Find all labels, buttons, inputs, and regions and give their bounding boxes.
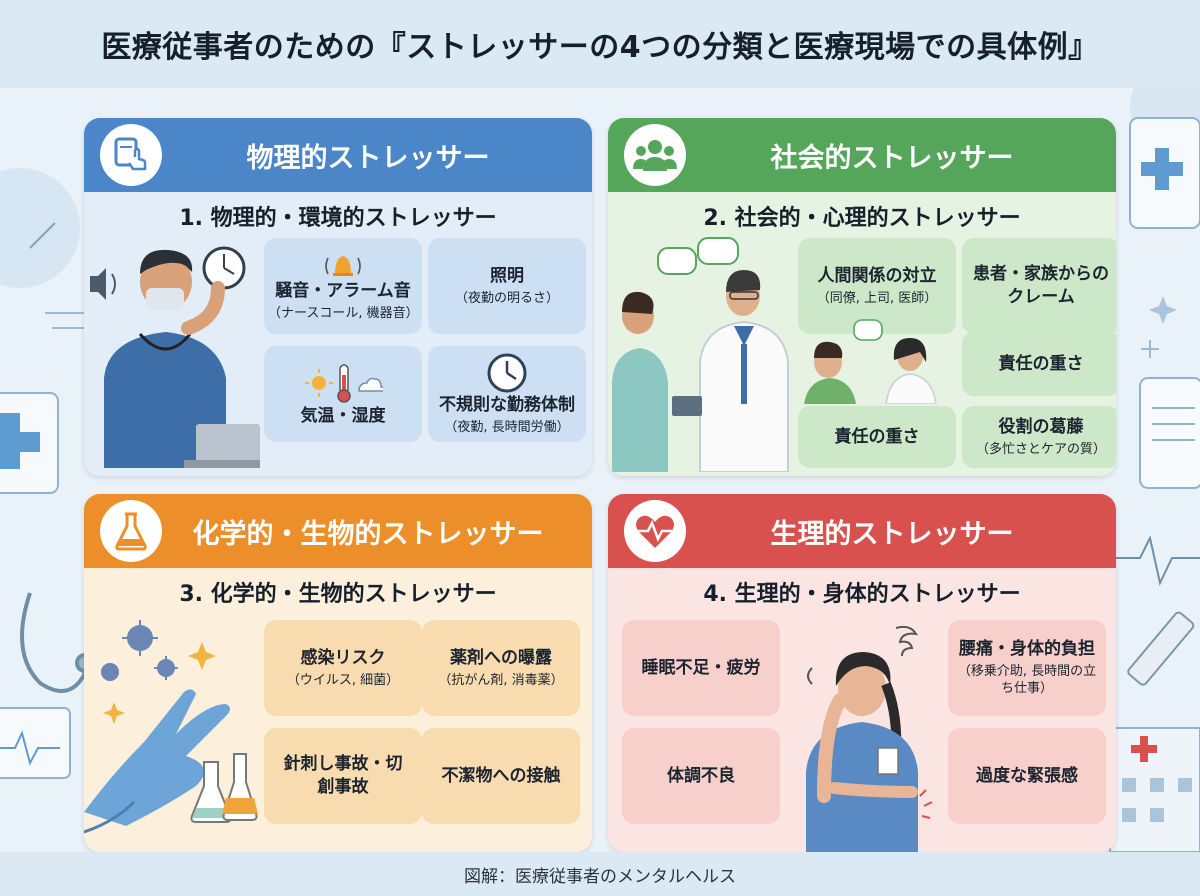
heartbeat-line: [1110, 535, 1200, 587]
touch-device-icon: [100, 124, 162, 186]
panel-header: 物理的ストレッサー: [84, 118, 592, 192]
card-excess-tension: 過度な緊張感: [948, 728, 1106, 824]
page-title: 医療従事者のための『ストレッサーの4つの分類と医療現場での具体例』: [101, 30, 1099, 65]
title-bar: 医療従事者のための『ストレッサーの4つの分類と医療現場での具体例』: [0, 0, 1200, 88]
card-main-text: 薬剤への曝露: [450, 647, 552, 668]
panel-header: 化学的・生物的ストレッサー: [84, 494, 592, 568]
clipboard-icon: [0, 392, 59, 494]
card-contamination: 不潔物への接触: [422, 728, 580, 824]
panel-header: 社会的ストレッサー: [608, 118, 1116, 192]
flask-icon: [100, 500, 162, 562]
card-main-text: 腰痛・身体的負担: [959, 638, 1095, 659]
card-complaints: 患者・家族からのクレーム: [962, 238, 1116, 334]
card-main-text: 針刺し事故・切創事故: [283, 754, 403, 797]
card-main-text: 不潔物への接触: [441, 765, 561, 786]
tired-nurse-illustration: [806, 625, 933, 852]
patient-family-illustration: [804, 319, 937, 404]
card-main-text: 感染リスク: [300, 647, 386, 668]
card-main-text: 騒音・アラーム音: [275, 280, 411, 301]
card-sleep-deprivation: 睡眠不足・疲労: [622, 620, 780, 716]
panel-subtitle: 4. 生理的・身体的ストレッサー: [703, 582, 1021, 607]
card-sub-text: （夜勤, 長時間労働）: [444, 419, 570, 435]
card-main-text: 責任の重さ: [834, 426, 920, 447]
card-lighting: 照明 （夜勤の明るさ）: [428, 238, 586, 334]
card-back-pain: 腰痛・身体的負担 （移乗介助, 長時間の立ち仕事）: [948, 620, 1106, 716]
card-main-text: 睡眠不足・疲労: [641, 657, 761, 678]
nurse-at-laptop-illustration: [90, 246, 260, 468]
card-temperature: 気温・湿度: [264, 346, 422, 442]
card-sub-text: （多忙さとケアの質）: [975, 441, 1106, 457]
hospital-building-icon: [1109, 727, 1200, 852]
panel-subtitle: 2. 社会的・心理的ストレッサー: [703, 206, 1021, 231]
card-main-text: 役割の葛藤: [998, 416, 1084, 437]
card-irregular-shifts: 不規則な勤務体制 （夜勤, 長時間労働）: [428, 346, 586, 442]
syringe-icon: [1127, 611, 1195, 686]
panel-chemical: 化学的・生物的ストレッサー 3. 化学的・生物的ストレッサー 感染リスク （ウイ…: [84, 494, 592, 852]
clipboard-icon: [1139, 377, 1200, 489]
card-responsibility-2: 責任の重さ: [798, 406, 956, 468]
heartbeat-icon: [624, 500, 686, 562]
card-drug-exposure: 薬剤への曝露 （抗がん剤, 消毒薬）: [422, 620, 580, 716]
clock-icon: [487, 353, 527, 393]
thermometer-icon: [305, 363, 383, 403]
card-sub-text: （ナースコール, 機器音）: [268, 305, 419, 321]
card-main-text: 責任の重さ: [998, 353, 1084, 374]
card-main-text: 不規則な勤務体制: [439, 394, 575, 415]
panel-header-title: 物理的ストレッサー: [246, 142, 490, 174]
monitor-icon: [0, 707, 71, 779]
stethoscope-icon: [20, 592, 95, 693]
card-responsibility: 責任の重さ: [962, 332, 1116, 396]
panel-physiological: 生理的ストレッサー 4. 生理的・身体的ストレッサー 睡眠不足・疲労 腰痛・身体…: [608, 494, 1116, 852]
card-sub-text: （抗がん剤, 消毒薬）: [438, 672, 564, 688]
card-sub-text: （ウイルス, 細菌）: [286, 672, 400, 688]
footer-text: 図解：医療従事者のメンタルヘルス: [464, 866, 736, 887]
card-infection-risk: 感染リスク （ウイルス, 細菌）: [264, 620, 422, 716]
panel-header: 生理的ストレッサー: [608, 494, 1116, 568]
panel-header-title: 社会的ストレッサー: [770, 142, 1014, 174]
gloves-and-virus-illustration: [84, 620, 258, 834]
card-role-conflict: 役割の葛藤 （多忙さとケアの質）: [962, 406, 1116, 468]
card-main-text: 照明: [490, 265, 524, 286]
card-main-text: 人間関係の対立: [817, 265, 937, 286]
clipboard-icon: [1129, 117, 1200, 229]
panel-social: 社会的ストレッサー 2. 社会的・心理的ストレッサー 人間関係の対立 （同僚, …: [608, 118, 1116, 476]
panel-header-title: 生理的ストレッサー: [770, 518, 1014, 550]
background-decoration: [0, 88, 1200, 852]
card-main-text: 過度な緊張感: [976, 765, 1078, 786]
card-needlestick: 針刺し事故・切創事故: [264, 728, 422, 824]
card-main-text: 気温・湿度: [300, 405, 386, 426]
card-sub-text: （同僚, 上司, 医師）: [816, 290, 938, 306]
panel-physical: 物理的ストレッサー 1. 物理的・環境的ストレッサー 騒音・アラーム音 （ナース…: [84, 118, 592, 476]
bell-icon: [325, 255, 361, 276]
card-poor-health: 体調不良: [622, 728, 780, 824]
card-sub-text: （移乗介助, 長時間の立ち仕事）: [957, 663, 1097, 697]
card-noise: 騒音・アラーム音 （ナースコール, 機器音）: [264, 238, 422, 334]
card-relationship-conflict: 人間関係の対立 （同僚, 上司, 医師）: [798, 238, 956, 334]
footer-caption: 図解：医療従事者のメンタルヘルス: [0, 852, 1200, 896]
card-main-text: 患者・家族からのクレーム: [973, 264, 1109, 307]
card-sub-text: （夜勤の明るさ）: [454, 290, 559, 306]
panel-subtitle: 1. 物理的・環境的ストレッサー: [179, 206, 497, 231]
card-main-text: 体調不良: [667, 765, 735, 786]
panel-header-title: 化学的・生物的ストレッサー: [192, 518, 544, 550]
panel-subtitle: 3. 化学的・生物的ストレッサー: [179, 582, 497, 607]
people-icon: [624, 124, 686, 186]
staff-conversation-illustration: [612, 237, 789, 472]
